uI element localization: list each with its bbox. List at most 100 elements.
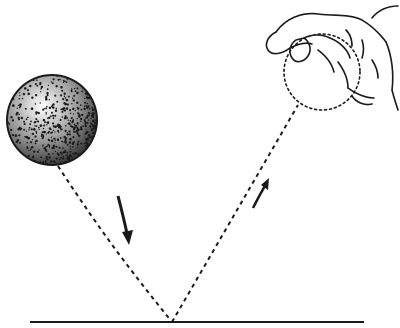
ball-stipple-dot xyxy=(59,147,61,149)
ball-stipple-dot xyxy=(92,120,94,122)
ball-stipple-dot xyxy=(35,118,37,120)
ball-stipple-dot xyxy=(88,134,90,136)
ball-stipple-dot xyxy=(64,80,66,82)
ball-stipple-dot xyxy=(56,101,58,103)
ball-stipple-dot xyxy=(17,108,18,109)
ball-stipple-dot xyxy=(50,160,52,162)
ball-stipple-dot xyxy=(51,137,52,138)
ball-stipple-dot xyxy=(60,152,62,154)
ball-stipple-dot xyxy=(65,125,67,127)
ball-stipple-dot xyxy=(40,91,41,92)
ball-stipple-dot xyxy=(94,119,96,121)
ball-stipple-dot xyxy=(47,145,48,146)
ball-stipple-dot xyxy=(72,136,74,138)
ball-stipple-dot xyxy=(90,112,91,113)
ball-stipple-dot xyxy=(17,139,20,142)
ball-stipple-dot xyxy=(60,95,62,97)
ball-stipple-dot xyxy=(53,125,54,126)
ball-stipple-dot xyxy=(80,128,83,131)
ball-stipple-dot xyxy=(34,121,36,123)
ball-stipple-dot xyxy=(85,141,88,144)
ball-stipple-dot xyxy=(15,113,17,115)
ball-stipple-dot xyxy=(46,124,47,125)
ball-stipple-dot xyxy=(19,95,20,96)
ball-stipple-dot xyxy=(66,133,68,135)
ball-stipple-dot xyxy=(38,112,40,114)
ball-stipple-dot xyxy=(46,92,48,94)
ball-stipple-dot xyxy=(77,113,79,115)
ball-stipple-dot xyxy=(35,94,37,96)
ball-stipple-dot xyxy=(26,142,28,144)
ball-stipple-dot xyxy=(45,113,47,115)
ball-stipple-dot xyxy=(26,118,28,120)
ball-stipple-dot xyxy=(86,131,88,133)
ball-stipple-dot xyxy=(57,140,59,142)
ball-stipple-dot xyxy=(73,99,75,101)
ball-stipple-dot xyxy=(69,133,71,135)
ball-stipple-dot xyxy=(69,141,72,144)
ball-stipple-dot xyxy=(84,120,86,122)
ball-stipple-dot xyxy=(89,125,91,127)
ball-stipple-dot xyxy=(24,87,27,90)
ball-stipple-dot xyxy=(72,98,73,99)
ball-stipple-dot xyxy=(60,128,62,130)
ball-stipple-dot xyxy=(31,107,34,110)
ball-stipple-dot xyxy=(34,135,36,137)
ball-stipple-dot xyxy=(86,98,88,100)
ball-stipple-dot xyxy=(77,107,78,108)
ball-stipple-dot xyxy=(62,98,64,100)
ball-stipple-dot xyxy=(73,113,74,114)
ball-stipple-dot xyxy=(29,123,31,125)
ball-stipple-dot xyxy=(35,141,36,142)
ball-stipple-dot xyxy=(40,102,41,103)
ball-stipple-dot xyxy=(65,97,67,99)
ball-stipple-dot xyxy=(41,86,43,88)
ball-stipple-dot xyxy=(77,108,78,109)
ball-stipple-dot xyxy=(64,130,66,132)
ball-stipple-dot xyxy=(76,92,78,94)
ball-stipple-dot xyxy=(62,116,64,118)
ball-stipple-dot xyxy=(32,133,34,135)
ball-stipple-dot xyxy=(34,142,36,144)
ball-stipple-dot xyxy=(74,131,76,133)
ball-stipple-dot xyxy=(71,155,72,156)
ball-stipple-dot xyxy=(93,112,95,114)
ball-stipple-dot xyxy=(86,107,88,109)
ball-stipple-dot xyxy=(76,122,78,124)
ball-stipple-dot xyxy=(77,141,78,142)
ball-stipple-dot xyxy=(84,105,86,107)
ball-stipple-dot xyxy=(47,132,49,134)
ball-stipple-dot xyxy=(46,133,47,134)
ball-stipple-dot xyxy=(91,115,93,117)
ball-stipple-dot xyxy=(71,117,73,119)
ball-stipple-dot xyxy=(30,121,32,123)
ball-stipple-dot xyxy=(69,130,71,132)
ball-stipple-dot xyxy=(66,99,69,102)
ball-stipple-dot xyxy=(23,93,25,95)
ball-stipple-dot xyxy=(78,135,80,137)
ball-stipple-dot xyxy=(43,119,45,121)
outgoing-path xyxy=(172,105,298,322)
ball-stipple-dot xyxy=(66,155,68,157)
ball-stipple-dot xyxy=(66,158,68,160)
ball-stipple-dot xyxy=(61,141,63,143)
ball-stipple-dot xyxy=(61,154,62,155)
ball-stipple-dot xyxy=(50,132,52,134)
ball-stipple-dot xyxy=(25,108,27,110)
ball-stipple-dot xyxy=(90,118,91,119)
ball-stipple-dot xyxy=(27,137,29,139)
ball-stipple-dot xyxy=(85,129,86,130)
ball-stipple-dot xyxy=(52,106,54,108)
ball-stipple-dot xyxy=(60,86,63,89)
ball-stipple-dot xyxy=(91,107,93,109)
ball-stipple-dot xyxy=(68,158,71,161)
ball-stipple-dot xyxy=(63,141,65,143)
ball-stipple-dot xyxy=(65,137,67,139)
ball-stipple-dot xyxy=(48,144,50,146)
ball-stipple-dot xyxy=(23,129,25,131)
ball-stipple-dot xyxy=(73,95,75,97)
ball-stipple-dot xyxy=(64,117,66,119)
ball-stipple-dot xyxy=(43,136,45,138)
ball-stipple-dot xyxy=(52,115,54,117)
ball-stipple-dot xyxy=(77,130,79,132)
